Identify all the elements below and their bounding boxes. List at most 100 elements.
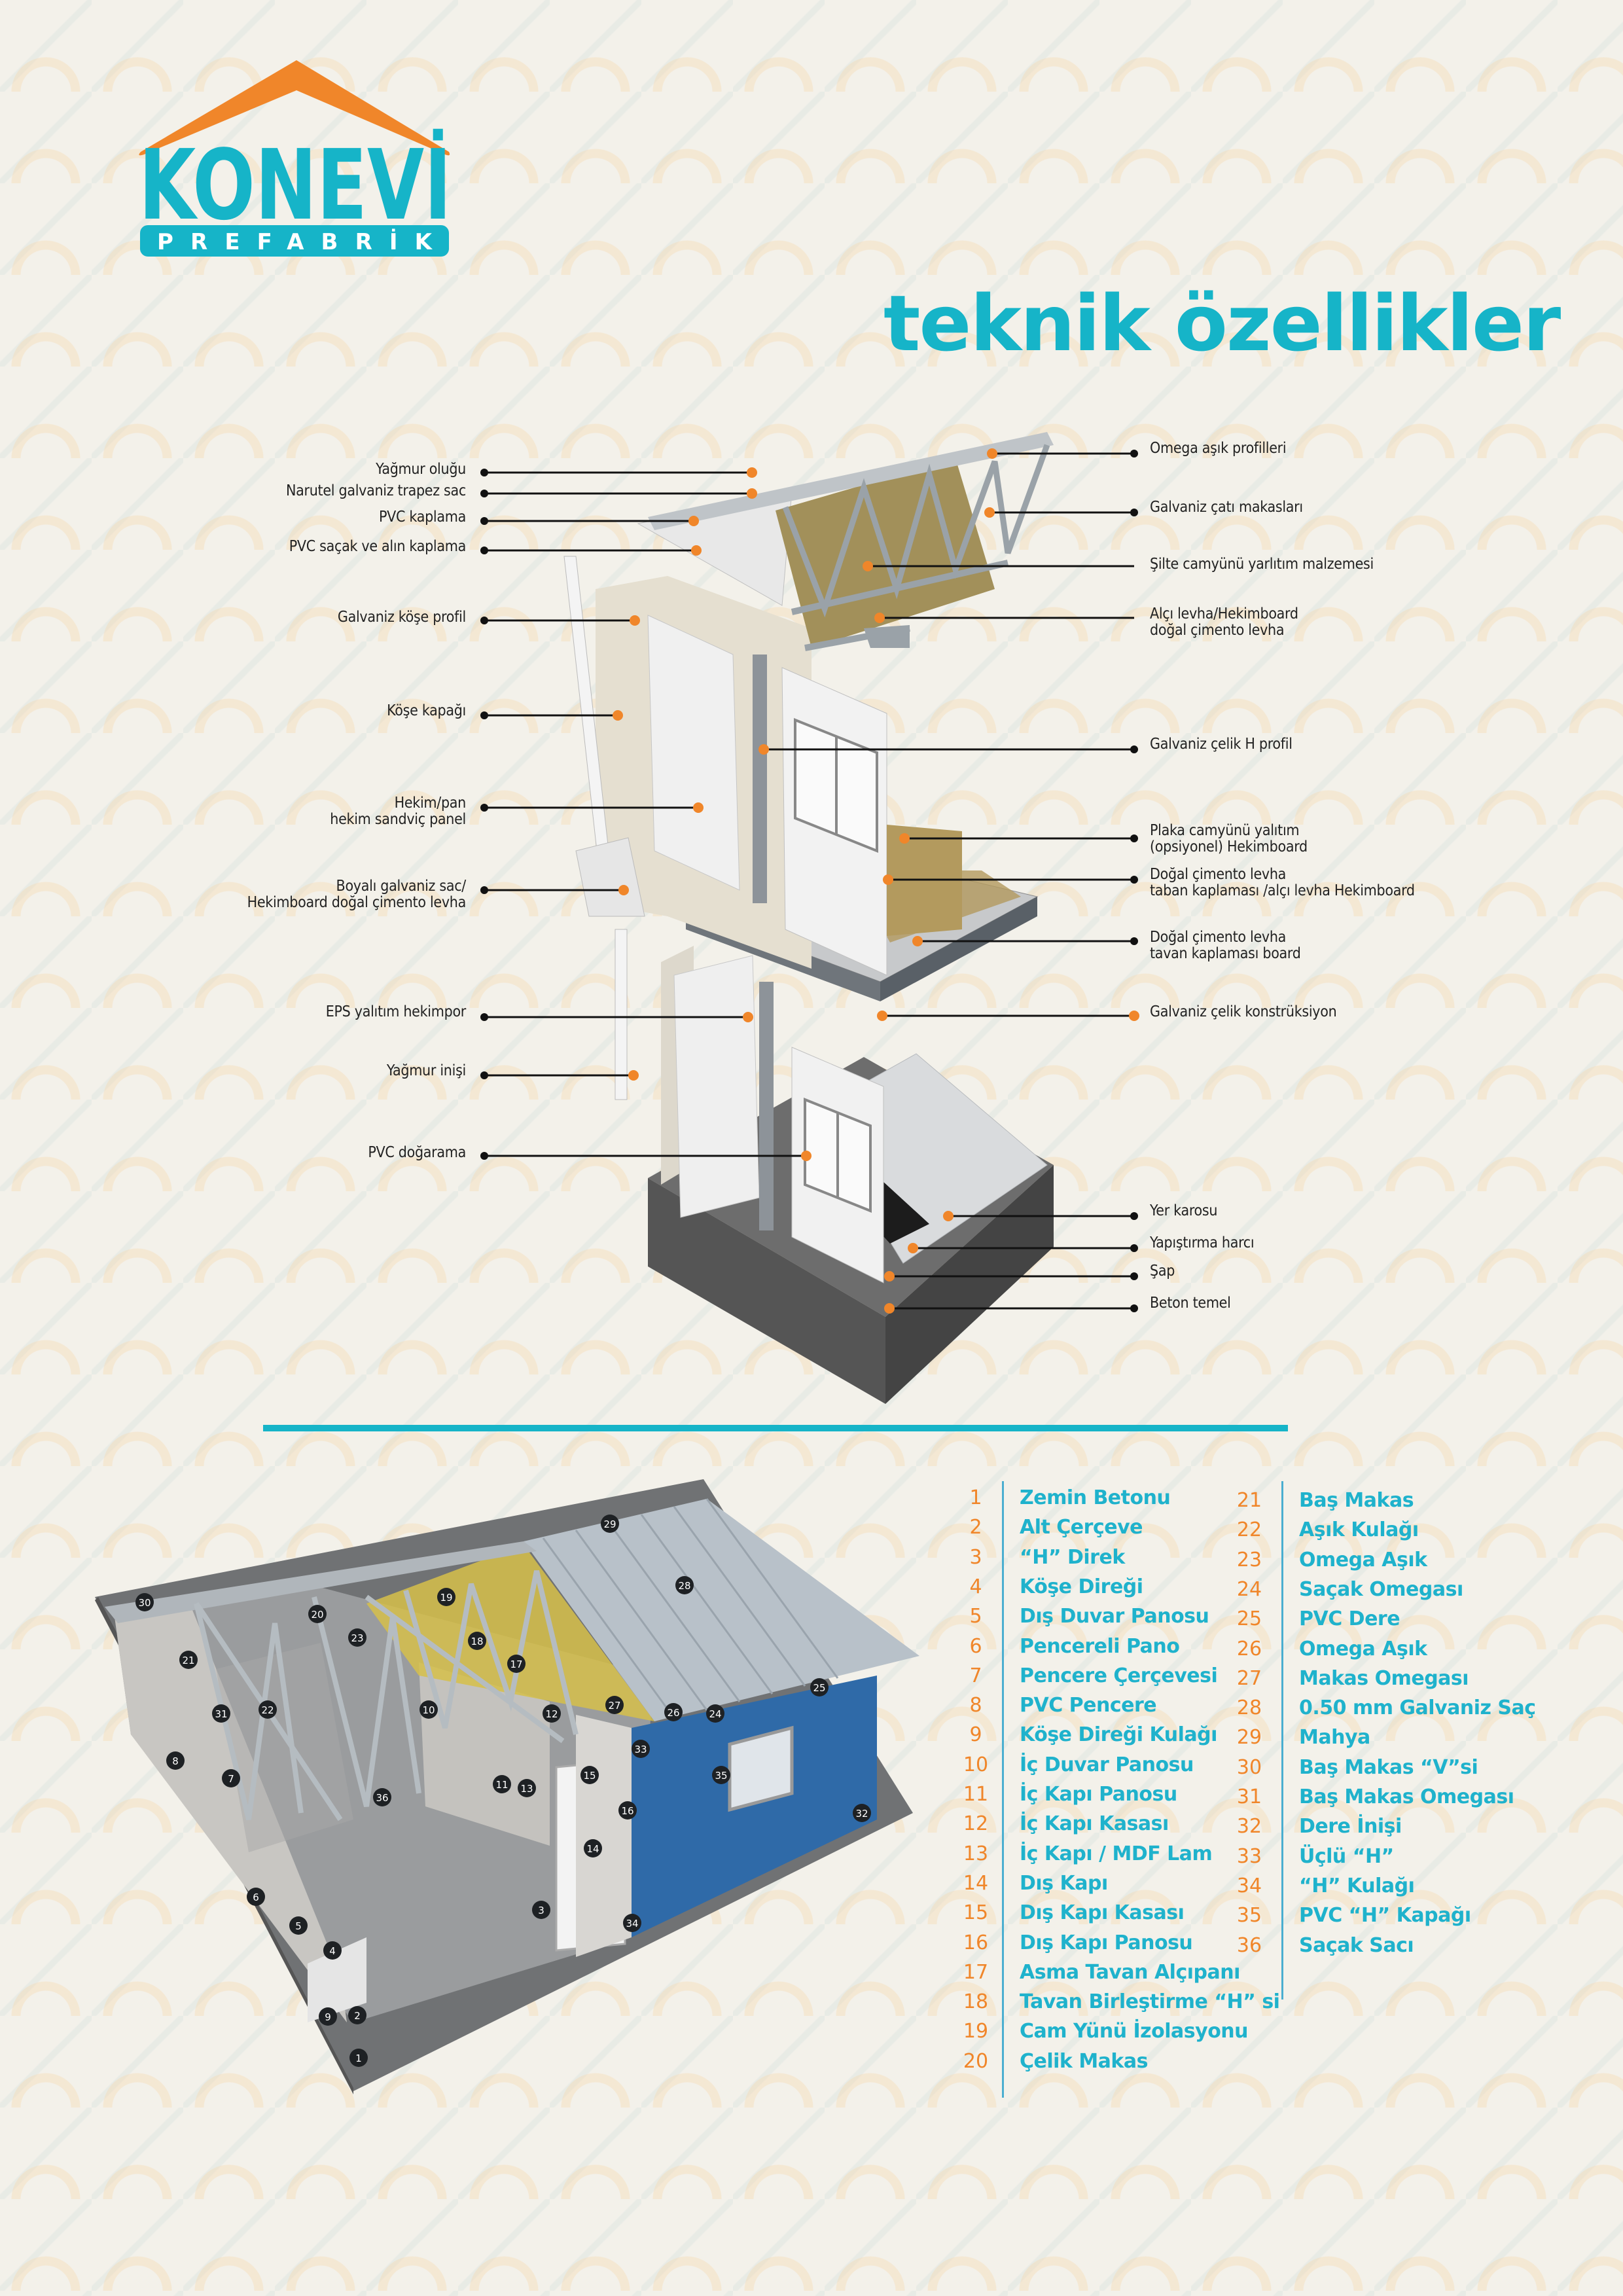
- marker-circle: [259, 1700, 277, 1719]
- leader-endpoint-dot: [1130, 450, 1138, 457]
- part-marker-7: 7: [222, 1769, 240, 1787]
- part-marker-3: 3: [532, 1901, 550, 1919]
- section-divider: [263, 1425, 1288, 1431]
- part-number: 2: [969, 1516, 982, 1539]
- callout-label-line: Şilte camyünü yarlıtım malzemesi: [1150, 556, 1374, 573]
- callout-point-dot: [628, 1070, 639, 1081]
- part-name: Alt Çerçeve: [1020, 1516, 1143, 1539]
- marker-number: 31: [215, 1708, 227, 1720]
- callout-label: Beton temel: [1150, 1295, 1231, 1312]
- part-number: 17: [963, 1960, 989, 1984]
- leader-endpoint-dot: [1130, 937, 1138, 945]
- part-number: 21: [1236, 1489, 1262, 1512]
- part-name: Pencereli Pano: [1020, 1634, 1180, 1658]
- marker-number: 14: [586, 1843, 599, 1855]
- part-name: Dere İnişi: [1299, 1815, 1402, 1839]
- callout-label-line: Hekim/pan: [394, 795, 467, 812]
- part-number: 18: [963, 1990, 989, 2014]
- part-number: 4: [969, 1575, 982, 1598]
- marker-number: 12: [545, 1708, 558, 1720]
- marker-circle: [664, 1703, 683, 1721]
- callout-label-line: tavan kaplaması board: [1150, 945, 1301, 962]
- callout-label-line: doğal çimento levha: [1150, 622, 1285, 639]
- part-number: 27: [1236, 1666, 1262, 1690]
- callout-point-dot: [874, 613, 885, 623]
- part-marker-25: 25: [810, 1678, 829, 1696]
- callout-point-dot: [863, 561, 873, 571]
- callout-label-line: Galvaniz çelik H profil: [1150, 736, 1293, 753]
- part-name: İç Kapı Kasası: [1020, 1812, 1169, 1836]
- marker-number: 36: [376, 1792, 388, 1804]
- marker-circle: [493, 1775, 511, 1793]
- marker-circle: [632, 1740, 650, 1758]
- marker-number: 26: [667, 1707, 679, 1719]
- marker-circle: [518, 1779, 536, 1797]
- marker-number: 8: [172, 1755, 179, 1767]
- callout-label-line: Galvaniz çatı makasları: [1150, 499, 1303, 516]
- part-name: Baş Makas: [1299, 1489, 1414, 1512]
- marker-number: 30: [138, 1597, 151, 1609]
- callout-label-line: hekim sandviç panel: [330, 811, 466, 828]
- callout-label: Omega aşık profilleri: [1150, 440, 1287, 457]
- callout-label: Şap: [1150, 1263, 1175, 1280]
- marker-circle: [584, 1839, 602, 1857]
- part-name: Aşık Kulağı: [1299, 1518, 1419, 1542]
- callout-label: Galvaniz çelik konstrüksiyon: [1150, 1004, 1337, 1020]
- part-number: 22: [1236, 1518, 1262, 1542]
- part-number: 32: [1236, 1815, 1262, 1839]
- callout-point-dot: [758, 744, 769, 755]
- marker-number: 22: [261, 1704, 274, 1716]
- callout-label: PVC saçak ve alın kaplama: [289, 538, 467, 555]
- part-marker-33: 33: [632, 1740, 650, 1758]
- part-name: Omega Aşık: [1299, 1548, 1427, 1571]
- part-marker-2: 2: [348, 2006, 366, 2024]
- marker-number: 33: [634, 1744, 647, 1755]
- part-marker-19: 19: [437, 1588, 455, 1606]
- leader-lines-right: [764, 452, 1134, 1310]
- callout-label-line: taban kaplaması /alçı levha Hekimboard: [1150, 882, 1415, 899]
- callout-point-dot: [877, 1011, 887, 1021]
- leader-endpoint-dot: [480, 547, 488, 554]
- part-name: Makas Omegası: [1299, 1666, 1469, 1690]
- part-marker-17: 17: [507, 1655, 526, 1673]
- callout-label-line: Şap: [1150, 1263, 1175, 1280]
- marker-number: 1: [355, 2053, 362, 2064]
- logo-brand: KONEVİ: [139, 128, 452, 242]
- part-name: Saçak Sacı: [1299, 1933, 1414, 1957]
- part-marker-21: 21: [179, 1651, 198, 1669]
- marker-circle: [437, 1588, 455, 1606]
- part-number: 20: [963, 2049, 989, 2073]
- marker-number: 3: [538, 1905, 544, 1916]
- marker-number: 19: [440, 1592, 452, 1604]
- part-marker-5: 5: [289, 1916, 308, 1935]
- part-marker-34: 34: [623, 1914, 641, 1932]
- part-name: Mahya: [1299, 1726, 1370, 1749]
- part-number: 12: [963, 1812, 989, 1836]
- marker-number: 13: [520, 1783, 533, 1795]
- callout-label-line: Beton temel: [1150, 1295, 1231, 1312]
- part-marker-35: 35: [712, 1766, 730, 1784]
- part-name: Omega Aşık: [1299, 1637, 1427, 1660]
- part-name: Çelik Makas: [1020, 2049, 1148, 2073]
- marker-number: 16: [621, 1805, 633, 1817]
- callout-label-line: PVC saçak ve alın kaplama: [289, 538, 467, 555]
- part-name: Dış Duvar Panosu: [1020, 1605, 1209, 1628]
- leader-endpoint-dot: [480, 517, 488, 525]
- part-marker-30: 30: [135, 1593, 154, 1611]
- callout-label: Narutel galvaniz trapez sac: [286, 483, 466, 499]
- callout-label-line: (opsiyonel) Hekimboard: [1150, 838, 1308, 855]
- marker-circle: [507, 1655, 526, 1673]
- part-number: 5: [969, 1605, 982, 1628]
- callout-point-dot: [1129, 1011, 1139, 1021]
- part-marker-23: 23: [348, 1628, 366, 1647]
- marker-circle: [468, 1632, 486, 1650]
- leader-dots: [480, 448, 1139, 1314]
- callout-label-line: PVC kaplama: [378, 509, 466, 526]
- marker-circle: [212, 1704, 230, 1723]
- callout-point-dot: [912, 936, 923, 946]
- marker-circle: [247, 1888, 265, 1906]
